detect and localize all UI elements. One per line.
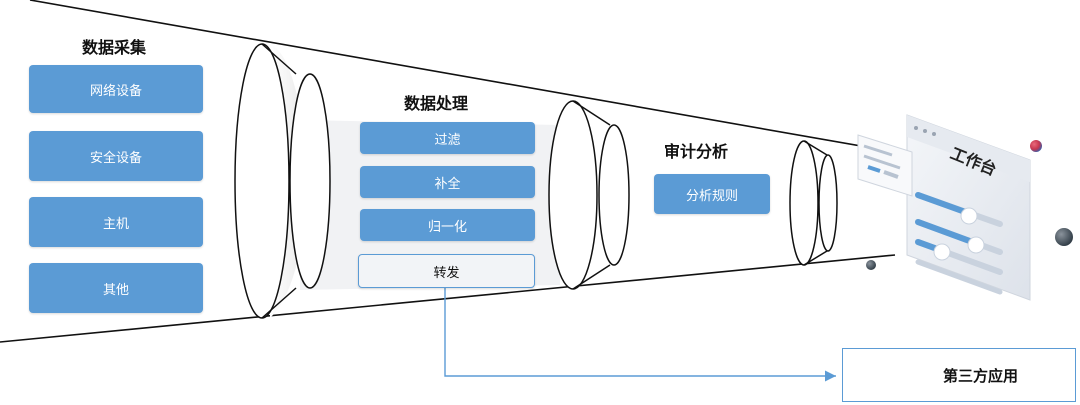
processing-item-complete: 补全: [360, 166, 535, 198]
audit-title: 审计分析: [664, 142, 729, 161]
funnel-ring-1: [234, 43, 331, 319]
collection-item-host: 主机: [29, 197, 203, 247]
processing-title: 数据处理: [404, 94, 469, 113]
ball-gray-large-icon: [1055, 228, 1073, 246]
processing-item-normalize: 归一化: [360, 209, 535, 241]
collection-item-other: 其他: [29, 263, 203, 313]
funnel-bottom-line: [0, 254, 896, 343]
funnel-ring-2: [548, 100, 630, 290]
funnel-ring-3: [789, 140, 838, 266]
collection-item-security-device: 安全设备: [29, 131, 203, 181]
collection-title: 数据采集: [82, 38, 147, 57]
processing-item-forward: 转发: [358, 254, 535, 288]
funnel-inner-band: [300, 120, 560, 290]
ball-gray-small-icon: [866, 260, 876, 270]
funnel-top-line: [29, 0, 896, 153]
collection-item-network-device: 网络设备: [29, 65, 203, 113]
third-party-app-box: 第三方应用: [842, 348, 1076, 402]
third-party-app-label: 第三方应用: [943, 367, 1019, 385]
processing-item-filter: 过滤: [360, 122, 535, 154]
audit-rule-box: 分析规则: [654, 174, 770, 214]
workstation-illustration: [857, 114, 1031, 301]
forward-arrow: [444, 287, 836, 382]
ball-red-icon: [1030, 140, 1042, 152]
